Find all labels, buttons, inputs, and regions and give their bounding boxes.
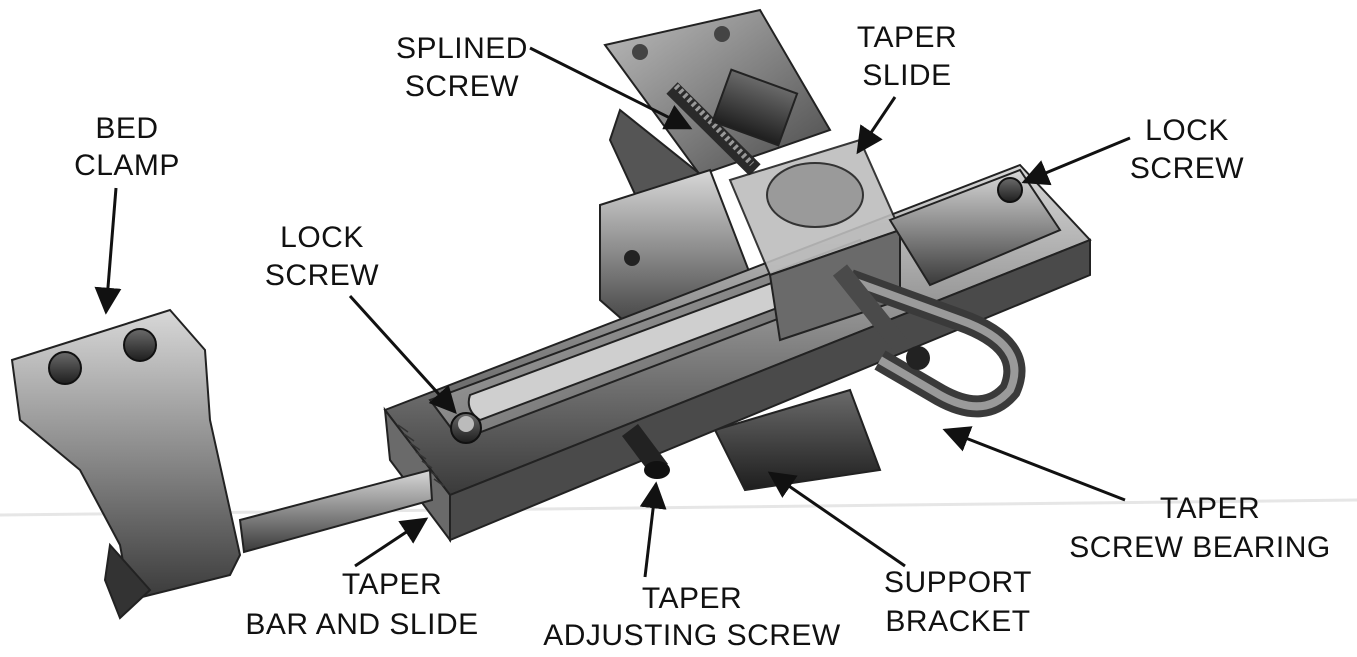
label-bed-clamp: BED CLAMP [74,112,180,315]
label-taper-bar-and-slide: TAPER BAR AND SLIDE [245,517,478,641]
label-taper-screw-bearing: TAPER SCREW BEARING [942,426,1331,564]
connecting-rod-part [238,468,434,554]
support-bracket-label-line1: SUPPORT [884,566,1032,599]
lock-screw-left-part [450,412,482,444]
taper-slide-label-line1: TAPER [857,21,957,54]
bed-clamp-part [10,308,242,620]
bed-clamp-bolt [48,328,157,385]
splined-screw-label-line2: SCREW [405,70,519,103]
bar-slide-part [428,238,882,444]
taper-bar-label-line2: BAR AND SLIDE [245,608,478,641]
splined-screw-label-line1: SPLINED [396,32,528,65]
label-splined-screw: SPLINED SCREW [396,32,693,130]
lock-screw-left-label-line1: LOCK [280,221,364,254]
taper-slide-label-line2: SLIDE [862,59,951,92]
taper-screw-bearing-label-line1: TAPER [1160,492,1260,525]
splined-screw-part [666,68,799,176]
taper-screw-bearing-label-line2: SCREW BEARING [1069,531,1331,564]
lock-screw-left-label-line2: SCREW [265,259,379,292]
bed-clamp-label-line2: CLAMP [74,149,180,182]
taper-attachment-illustration [10,8,1092,620]
label-lock-screw-left: LOCK SCREW [265,221,457,415]
taper-adjusting-label-line1: TAPER [642,582,742,615]
lock-screw-right-label-line2: SCREW [1130,152,1244,185]
label-lock-screw-right: LOCK SCREW [1021,114,1244,186]
taper-adjusting-screw-part [622,424,670,479]
right-bar-part [888,168,1062,287]
support-bracket-label-line2: BRACKET [885,605,1030,638]
label-support-bracket: SUPPORT BRACKET [767,471,1032,638]
label-taper-slide: TAPER SLIDE [856,21,957,155]
center-block-part [728,138,902,342]
bed-clamp-label-line1: BED [95,112,158,145]
lock-screw-right-label-line1: LOCK [1145,114,1229,147]
taper-bar-label-line1: TAPER [342,568,442,601]
taper-screw-bearing-part [832,264,1026,418]
label-taper-adjusting-screw: TAPER ADJUSTING SCREW [543,481,841,652]
taper-adjusting-label-line2: ADJUSTING SCREW [543,619,841,652]
